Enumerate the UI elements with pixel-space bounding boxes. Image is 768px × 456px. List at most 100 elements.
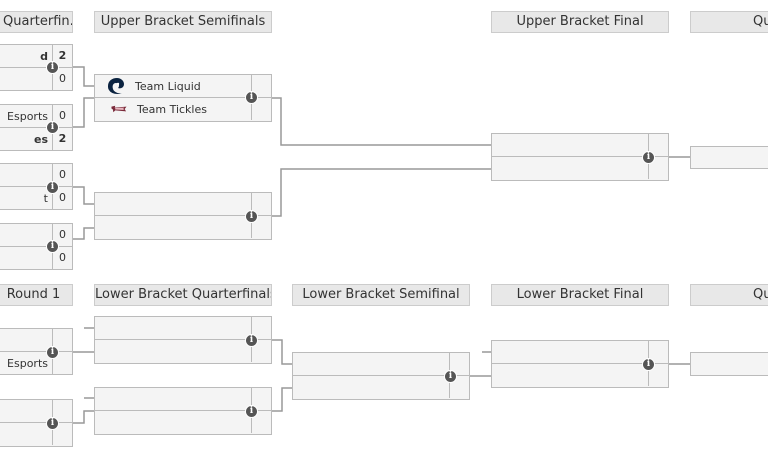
team-name: Esports <box>7 356 48 370</box>
match-info-icon[interactable]: i <box>444 370 457 383</box>
match-slot[interactable]: t <box>0 187 52 209</box>
team-score <box>648 364 668 386</box>
team-score <box>648 134 668 157</box>
match-info-icon[interactable]: i <box>245 334 258 347</box>
match-slot[interactable] <box>95 388 251 411</box>
team-score: 0 <box>52 247 72 269</box>
match-slot[interactable]: Team Liquid <box>95 75 251 98</box>
header-upper-semifinals: Upper Bracket Semifinals <box>94 11 272 33</box>
match-info-icon[interactable]: i <box>245 405 258 418</box>
team-name: es <box>33 132 48 146</box>
team-score <box>648 341 668 364</box>
header-lower-final: Lower Bracket Final <box>491 284 669 306</box>
header-upper-final: Upper Bracket Final <box>491 11 669 33</box>
match-upper-semifinal-1[interactable]: Team Liquid Team Tickles <box>94 74 272 122</box>
match-slot[interactable]: Team Tickles <box>95 98 251 120</box>
team-name: t <box>43 191 48 205</box>
team-score <box>52 352 72 374</box>
team-score: 2 <box>52 45 72 68</box>
match-slot[interactable]: d <box>0 45 52 68</box>
team-score: 0 <box>52 105 72 128</box>
team-score <box>251 411 271 433</box>
header-qualified-bottom: Qu <box>690 284 768 306</box>
match-lower-semifinal[interactable] <box>292 352 470 400</box>
match-slot[interactable] <box>0 329 52 352</box>
qualified-slot-top[interactable] <box>690 146 768 169</box>
match-slot[interactable] <box>0 400 52 423</box>
match-slot[interactable] <box>95 411 251 433</box>
match-upper-quarterfinal-1[interactable]: d 2 0 <box>0 44 73 91</box>
header-lower-round-1: Round 1 <box>0 284 73 306</box>
team-score: 0 <box>52 164 72 187</box>
team-score <box>251 340 271 362</box>
team-score <box>52 329 72 352</box>
match-slot[interactable]: Esports <box>0 352 52 374</box>
match-lower-round1-2[interactable] <box>0 399 73 447</box>
header-upper-quarterfinals: Quarterfin... <box>0 11 73 33</box>
match-slot[interactable] <box>0 224 52 247</box>
match-info-icon[interactable]: i <box>245 210 258 223</box>
match-lower-round1-1[interactable]: Esports <box>0 328 73 375</box>
team-score <box>251 193 271 216</box>
match-slot[interactable]: Esports <box>0 105 52 128</box>
team-score <box>449 376 469 398</box>
team-score: 2 <box>52 128 72 150</box>
team-score: 0 <box>52 224 72 247</box>
header-lower-quarterfinals: Lower Bracket Quarterfinals <box>94 284 272 306</box>
team-name: d <box>40 49 48 63</box>
match-lower-quarterfinal-2[interactable] <box>94 387 272 435</box>
team-score <box>251 75 271 98</box>
match-slot[interactable] <box>95 340 251 362</box>
match-info-icon[interactable]: i <box>46 240 59 253</box>
match-slot[interactable] <box>0 423 52 445</box>
match-slot[interactable] <box>95 193 251 216</box>
match-upper-quarterfinal-3[interactable]: t 0 0 <box>0 163 73 210</box>
match-slot[interactable] <box>293 353 449 376</box>
team-score <box>648 157 668 179</box>
match-slot[interactable] <box>492 364 648 386</box>
match-info-icon[interactable]: i <box>46 121 59 134</box>
team-score <box>251 216 271 238</box>
qualified-slot-bottom[interactable] <box>690 352 768 376</box>
match-info-icon[interactable]: i <box>46 181 59 194</box>
team-score: 0 <box>52 68 72 90</box>
header-qualified-top: Qu <box>690 11 768 33</box>
match-upper-semifinal-2[interactable] <box>94 192 272 240</box>
team-score <box>251 317 271 340</box>
team-score <box>449 353 469 376</box>
team-name: Team Tickles <box>137 102 207 116</box>
match-upper-quarterfinal-2[interactable]: Esports es 0 2 <box>0 104 73 151</box>
match-info-icon[interactable]: i <box>46 61 59 74</box>
match-info-icon[interactable]: i <box>642 151 655 164</box>
match-slot[interactable] <box>0 68 52 90</box>
team-tickles-logo-icon <box>105 100 127 118</box>
match-slot[interactable] <box>492 134 648 157</box>
match-slot[interactable] <box>293 376 449 398</box>
match-slot[interactable] <box>492 341 648 364</box>
match-slot[interactable] <box>0 164 52 187</box>
match-slot[interactable] <box>0 247 52 269</box>
match-lower-final[interactable] <box>491 340 669 388</box>
match-info-icon[interactable]: i <box>46 346 59 359</box>
header-lower-semifinal: Lower Bracket Semifinal <box>292 284 470 306</box>
team-score <box>251 388 271 411</box>
team-liquid-logo-icon <box>105 77 127 95</box>
match-info-icon[interactable]: i <box>46 417 59 430</box>
match-slot[interactable] <box>492 157 648 179</box>
match-slot[interactable] <box>95 317 251 340</box>
team-score <box>52 400 72 423</box>
match-upper-final[interactable] <box>491 133 669 181</box>
team-name: Team Liquid <box>135 79 201 93</box>
match-info-icon[interactable]: i <box>642 358 655 371</box>
match-slot[interactable] <box>95 216 251 238</box>
team-score: 0 <box>52 187 72 209</box>
match-slot[interactable]: es <box>0 128 52 150</box>
match-lower-quarterfinal-1[interactable] <box>94 316 272 364</box>
team-name: Esports <box>7 109 48 123</box>
match-upper-quarterfinal-4[interactable]: 0 0 <box>0 223 73 270</box>
match-info-icon[interactable]: i <box>245 91 258 104</box>
team-score <box>52 423 72 445</box>
team-score <box>251 98 271 120</box>
